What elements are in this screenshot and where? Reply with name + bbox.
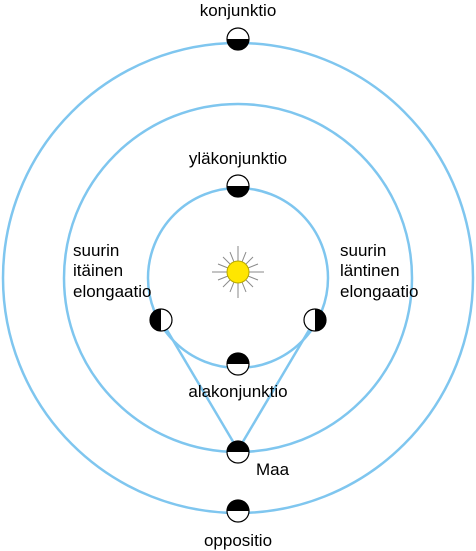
planet-greatest-western-elongation — [303, 308, 327, 332]
label-greatest-western-elongation-line2: läntinen — [340, 261, 400, 280]
label-greatest-eastern-elongation-line2: itäinen — [73, 261, 123, 280]
planet-superior-conjunction — [226, 174, 250, 198]
label-conjunction: konjunktio — [200, 1, 277, 20]
sight-line-east — [159, 319, 240, 451]
label-opposition: oppositio — [204, 531, 272, 550]
label-greatest-western-elongation-line1: suurin — [340, 241, 386, 260]
label-greatest-eastern-elongation-line1: suurin — [73, 241, 119, 260]
planet-greatest-eastern-elongation — [149, 308, 173, 332]
sun-icon — [212, 246, 264, 298]
label-inferior-conjunction: alakonjunktio — [188, 382, 287, 401]
sight-line-west — [236, 319, 317, 451]
label-superior-conjunction: yläkonjunktio — [189, 149, 287, 168]
label-greatest-eastern-elongation-line3: elongaatio — [73, 282, 151, 301]
planet-inferior-conjunction — [226, 352, 250, 376]
label-greatest-western-elongation-line3: elongaatio — [340, 282, 418, 301]
planet-earth — [226, 440, 250, 464]
label-earth: Maa — [256, 460, 290, 479]
planet-conjunction — [226, 27, 250, 51]
planet-opposition — [226, 499, 250, 523]
